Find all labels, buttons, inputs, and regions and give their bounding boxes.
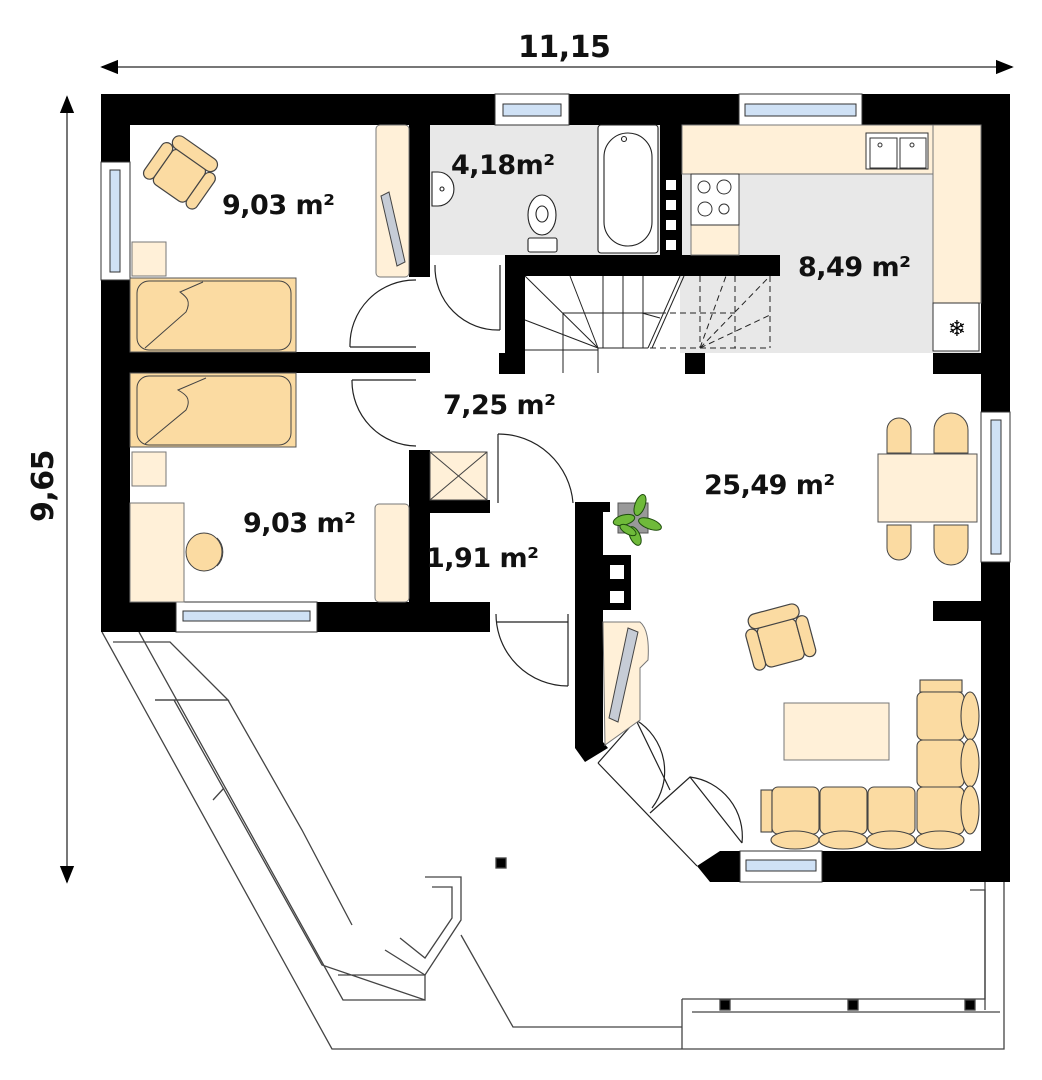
walls	[101, 94, 1010, 882]
washbasin	[431, 171, 455, 207]
room-area-vestibule: 1,91 m²	[426, 543, 539, 574]
bathtub	[597, 124, 659, 254]
dimension-width-label: 11,15	[518, 30, 611, 65]
room-area-kitchen: 8,49 m²	[798, 252, 911, 283]
room-area-bedroom-1: 9,03 m²	[222, 190, 335, 221]
storage-box	[429, 451, 488, 501]
armchair-2	[745, 603, 817, 671]
wardrobe-2	[374, 503, 410, 603]
room-area-bathroom: 4,18m²	[451, 150, 555, 181]
room-area-living-room: 25,49 m²	[704, 470, 835, 501]
toilet	[527, 194, 558, 253]
room-area-bedroom-2: 9,03 m²	[243, 508, 356, 539]
armchair-1	[142, 135, 219, 210]
bed-1	[129, 277, 297, 353]
doors	[349, 264, 743, 867]
tv-unit	[602, 621, 649, 746]
staircase	[524, 275, 771, 373]
coffee-table	[783, 702, 890, 761]
stove	[690, 173, 740, 226]
dining-table	[877, 412, 978, 566]
svg-text:❄: ❄	[948, 317, 966, 342]
desk-lamp-1	[380, 191, 406, 267]
desk-2	[129, 502, 185, 603]
kitchen-sink	[865, 132, 929, 170]
windows	[100, 93, 1011, 883]
nightstand-1	[131, 241, 167, 277]
terrace-outline	[101, 631, 1005, 1050]
room-area-hall: 7,25 m²	[443, 390, 556, 421]
plant	[612, 494, 662, 546]
corner-sofa	[760, 679, 980, 850]
fridge: ❄	[932, 302, 980, 352]
dimension-height-label: 9,65	[26, 449, 61, 522]
bed-2	[129, 372, 297, 448]
chimney-vents	[610, 180, 676, 603]
wardrobe-1	[375, 124, 410, 278]
nightstand-2	[131, 451, 167, 487]
stool	[185, 532, 224, 572]
